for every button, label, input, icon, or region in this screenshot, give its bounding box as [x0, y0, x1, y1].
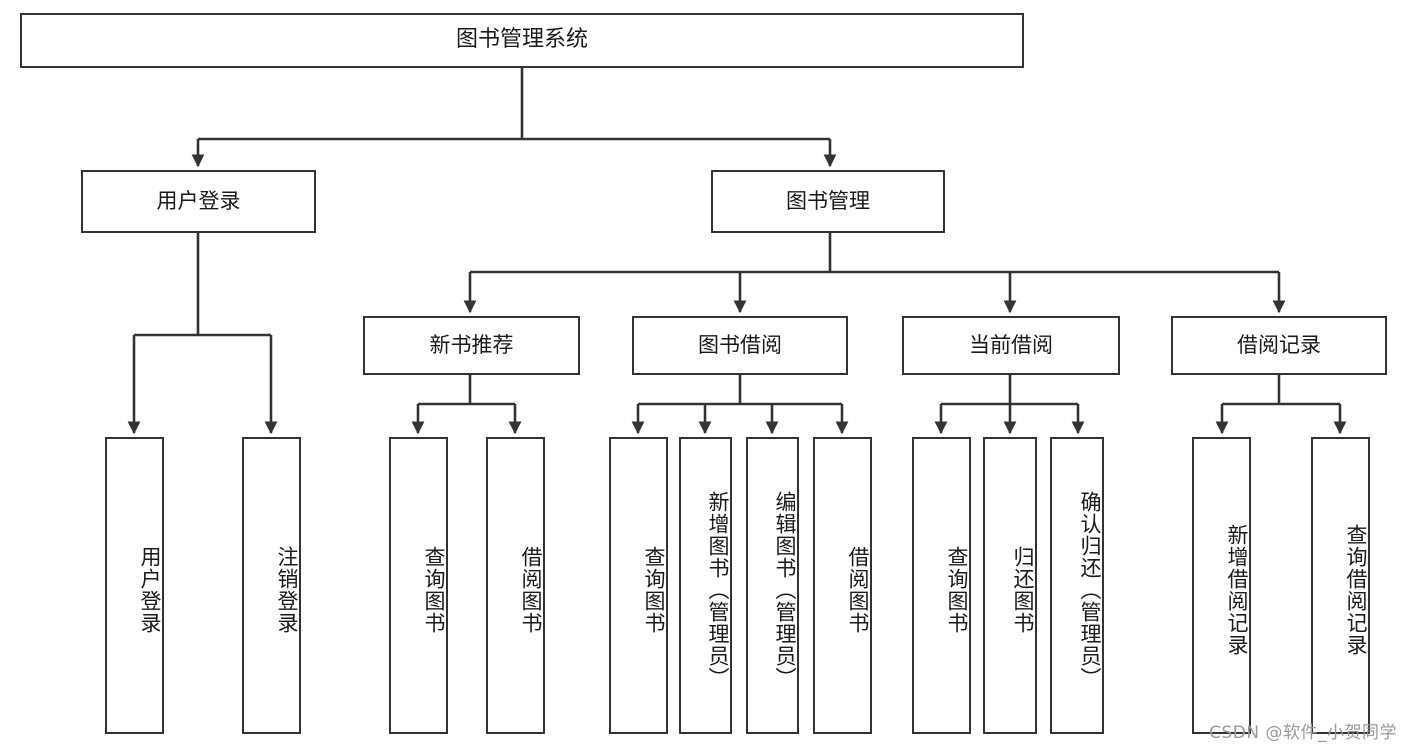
- node-label: 借阅图书: [519, 545, 543, 634]
- edge-book-mgmt-to-level3: [463, 233, 1286, 314]
- node-leaf-query-book-current[interactable]: 查询图书: [912, 437, 971, 734]
- node-book-management[interactable]: 图书管理: [711, 170, 945, 233]
- node-label: 图书管理: [786, 188, 870, 213]
- node-label: 当前借阅: [969, 332, 1053, 357]
- node-label: 注销登录: [275, 545, 299, 634]
- node-label: 借阅图书: [846, 545, 870, 634]
- node-new-book-recommend[interactable]: 新书推荐: [363, 316, 580, 375]
- node-label: 图书管理系统: [455, 27, 588, 53]
- edge-root-to-level2: [191, 68, 837, 168]
- node-leaf-borrow-book-recommend[interactable]: 借阅图书: [486, 437, 545, 734]
- node-user-login[interactable]: 用户登录: [81, 170, 316, 233]
- node-leaf-edit-book-admin[interactable]: 编辑图书（管理员）: [746, 437, 799, 734]
- node-leaf-return-book[interactable]: 归还图书: [983, 437, 1037, 734]
- node-root-system[interactable]: 图书管理系统: [20, 13, 1024, 68]
- node-label: 借阅记录: [1237, 332, 1321, 357]
- node-leaf-confirm-return-admin[interactable]: 确认归还（管理员）: [1050, 437, 1104, 734]
- edge-current-to-leaves: [934, 375, 1085, 435]
- edge-user-login-to-leaves: [127, 233, 278, 435]
- node-label: 图书借阅: [698, 332, 782, 357]
- node-label: 新书推荐: [429, 332, 514, 357]
- edge-record-to-leaves: [1215, 375, 1347, 435]
- node-book-borrow[interactable]: 图书借阅: [632, 316, 848, 375]
- node-current-borrow[interactable]: 当前借阅: [902, 316, 1120, 375]
- node-leaf-query-book-borrow[interactable]: 查询图书: [609, 437, 668, 734]
- node-leaf-add-book-admin[interactable]: 新增图书（管理员）: [679, 437, 732, 734]
- node-leaf-user-login[interactable]: 用户登录: [105, 437, 164, 734]
- node-label: 确认归还（管理员）: [1078, 490, 1102, 689]
- node-leaf-query-book-recommend[interactable]: 查询图书: [389, 437, 448, 734]
- node-leaf-query-borrow-record[interactable]: 查询借阅记录: [1311, 437, 1370, 734]
- node-label: 编辑图书（管理员）: [773, 490, 797, 689]
- node-label: 查询图书: [422, 545, 446, 634]
- node-label: 归还图书: [1011, 545, 1035, 634]
- node-label: 用户登录: [138, 545, 162, 634]
- node-leaf-borrow-book[interactable]: 借阅图书: [813, 437, 872, 734]
- node-leaf-logout[interactable]: 注销登录: [242, 437, 301, 734]
- node-label: 查询图书: [945, 545, 969, 634]
- watermark-text: CSDN @软件_小贺同学: [1209, 723, 1397, 743]
- edge-borrow-to-leaves: [631, 375, 849, 435]
- node-label: 用户登录: [156, 188, 241, 213]
- node-borrow-record[interactable]: 借阅记录: [1171, 316, 1387, 375]
- node-label: 查询图书: [642, 545, 666, 634]
- node-label: 新增图书（管理员）: [706, 490, 730, 689]
- node-leaf-add-borrow-record[interactable]: 新增借阅记录: [1192, 437, 1251, 734]
- node-label: 新增借阅记录: [1225, 523, 1249, 656]
- edge-recommend-to-leaves: [411, 375, 522, 435]
- node-label: 查询借阅记录: [1344, 523, 1368, 656]
